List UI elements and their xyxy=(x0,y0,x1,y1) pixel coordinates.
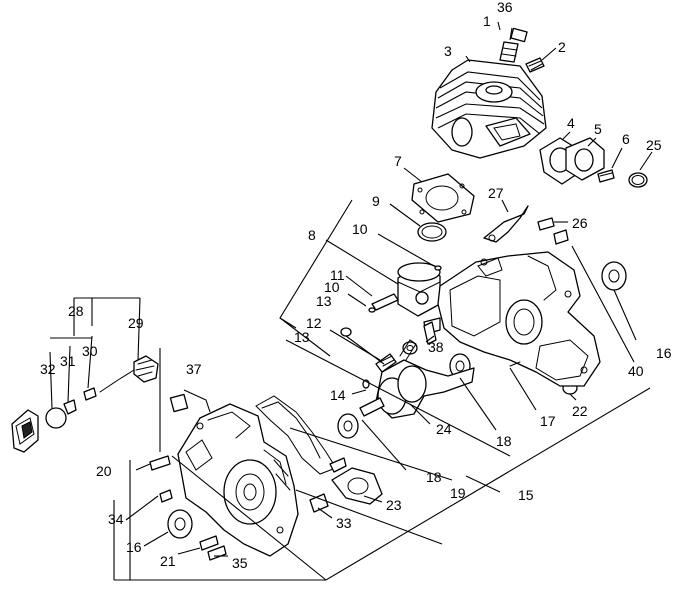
crankcase-right-part xyxy=(437,229,601,387)
leader-lines xyxy=(49,21,653,581)
piston-part xyxy=(368,262,442,317)
callout-14: 14 xyxy=(330,387,346,403)
ring-25-part xyxy=(628,172,648,188)
callout-22: 22 xyxy=(572,403,588,419)
crankcase-left-part xyxy=(177,403,299,557)
callout-15: 15 xyxy=(518,487,534,503)
callout-13b: 13 xyxy=(294,329,310,345)
o-ring-part xyxy=(417,222,447,242)
callout-38: 38 xyxy=(428,339,444,355)
callout-10: 10 xyxy=(352,221,368,237)
callout-21: 21 xyxy=(160,553,176,569)
callout-19: 19 xyxy=(450,485,466,501)
callout-7: 7 xyxy=(394,153,402,169)
cylinder-bolt-part xyxy=(597,169,615,183)
callout-11: 11 xyxy=(330,267,345,283)
callout-17: 17 xyxy=(540,413,556,429)
callout-36: 36 xyxy=(497,0,513,15)
fuel-cap-part xyxy=(11,387,97,453)
crankshaft-part xyxy=(359,339,475,419)
callout-9: 9 xyxy=(372,193,380,209)
callout-34: 34 xyxy=(108,511,124,527)
callout-1: 1 xyxy=(483,13,491,29)
callout-5: 5 xyxy=(594,121,602,137)
callout-27: 27 xyxy=(488,185,504,201)
callout-23: 23 xyxy=(386,497,402,513)
callout-4: 4 xyxy=(567,115,575,131)
callout-28: 28 xyxy=(68,303,84,319)
callout-12: 12 xyxy=(306,315,322,331)
callout-10b: 10 xyxy=(324,279,340,295)
exhaust-flange-part xyxy=(565,137,605,181)
bearing-part xyxy=(167,261,627,539)
callout-labels: 36 1 2 3 4 5 6 25 7 9 27 26 10 8 11 10 1… xyxy=(40,0,672,571)
callout-40: 40 xyxy=(628,363,644,379)
filter-pickup-part xyxy=(99,355,159,393)
callout-3: 3 xyxy=(444,43,452,59)
callout-26: 26 xyxy=(572,215,588,231)
decompression-valve-part xyxy=(525,57,545,73)
cylinder-part xyxy=(431,59,547,159)
callout-16b: 16 xyxy=(126,539,142,555)
callout-18: 18 xyxy=(496,433,512,449)
intake-manifold-part xyxy=(309,457,383,513)
callout-18b: 18 xyxy=(426,469,442,485)
callout-8: 8 xyxy=(308,227,316,243)
callout-32: 32 xyxy=(40,361,56,377)
callout-13: 13 xyxy=(316,293,332,309)
callout-33: 33 xyxy=(336,515,352,531)
callout-6: 6 xyxy=(622,131,630,147)
callout-30: 30 xyxy=(82,343,98,359)
callout-20: 20 xyxy=(96,463,112,479)
bracket-27-part xyxy=(483,205,555,243)
fastener-set xyxy=(149,321,437,561)
cylinder-gasket-part xyxy=(411,173,475,223)
callout-16: 16 xyxy=(656,345,672,361)
spark-plug-part xyxy=(499,27,528,63)
callout-25: 25 xyxy=(646,137,662,153)
callout-24: 24 xyxy=(436,421,452,437)
callout-2: 2 xyxy=(558,39,566,55)
callout-31: 31 xyxy=(60,353,76,369)
callout-29: 29 xyxy=(128,315,144,331)
callout-37: 37 xyxy=(186,361,202,377)
callout-35: 35 xyxy=(232,555,248,571)
